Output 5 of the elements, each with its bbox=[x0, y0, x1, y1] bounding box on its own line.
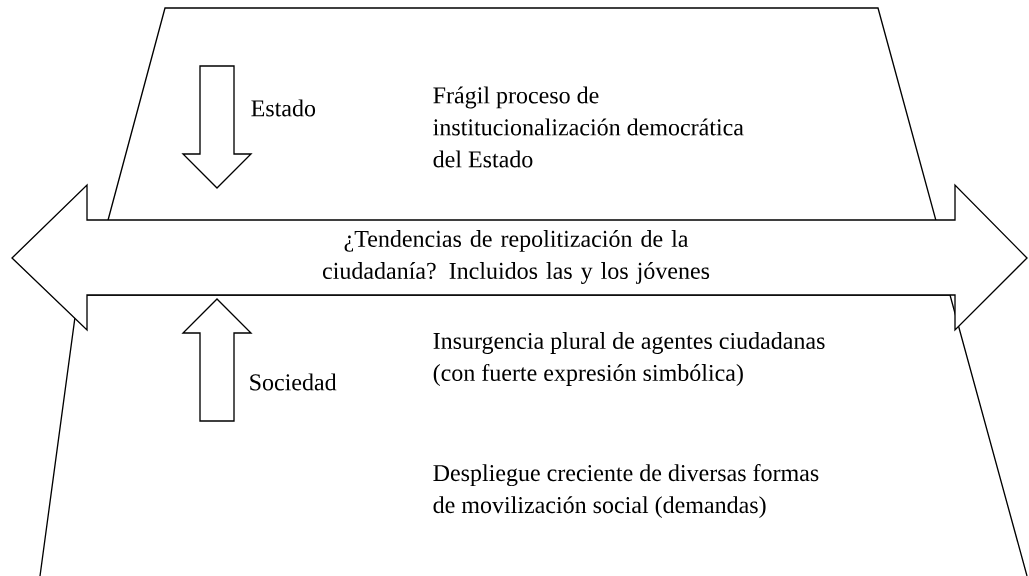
node-label: ¿Tendencias de repolitización de la ciudadanía? Incluidos las y los jóvenes bbox=[322, 230, 710, 284]
side-label: Estado bbox=[251, 99, 316, 117]
node-label: Despliegue creciente de diversas formas de movilización social (demandas) bbox=[433, 464, 819, 518]
side-label: Sociedad bbox=[250, 373, 337, 391]
node-label: Insurgencia plural de agentes ciudadanas (con fuerte expresión simbólica) bbox=[433, 332, 825, 386]
